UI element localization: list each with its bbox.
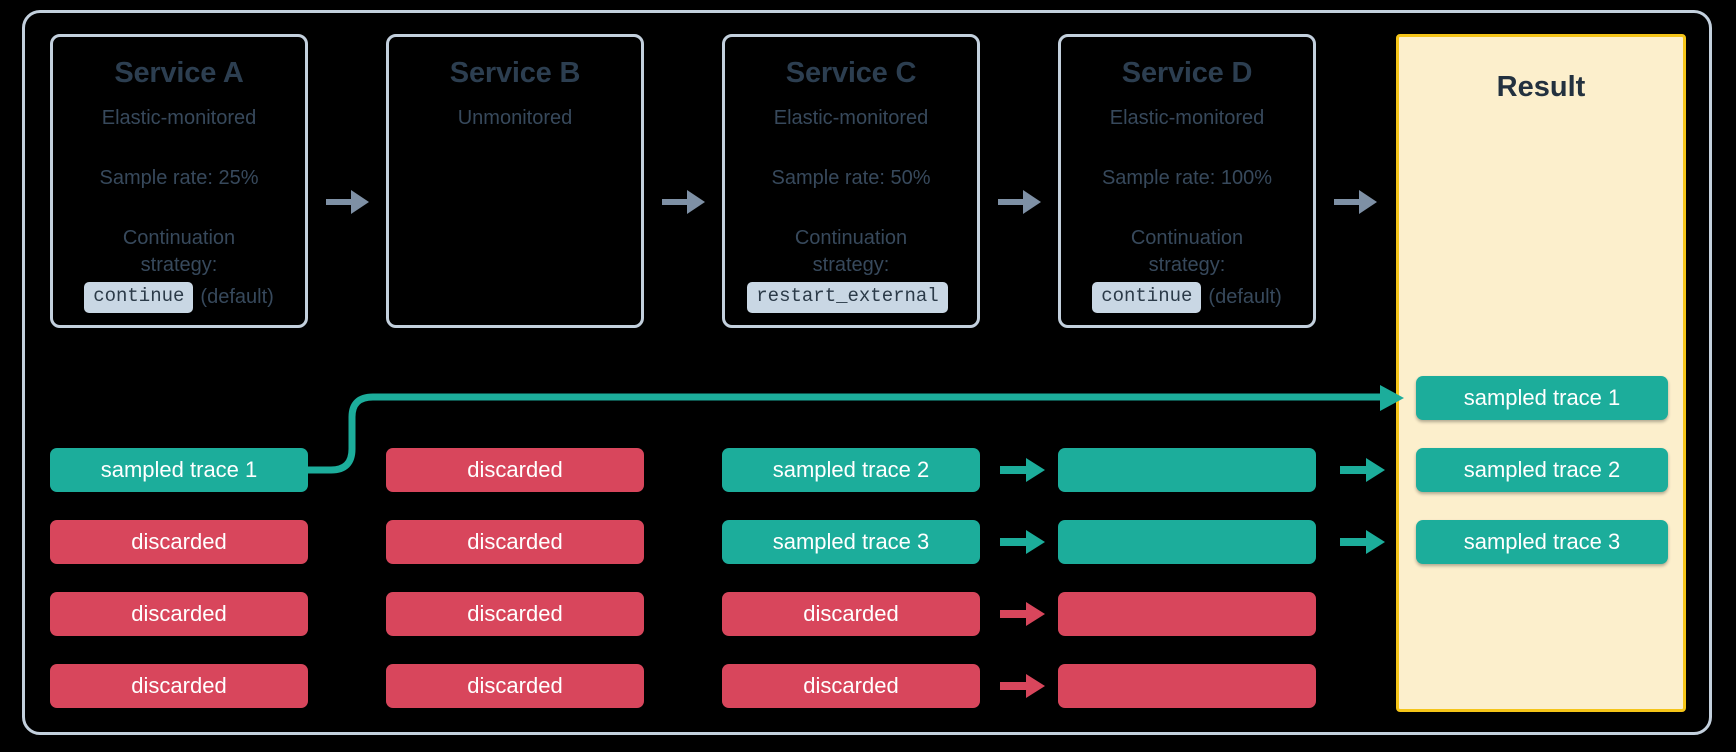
trace-bar: sampled trace 1 (50, 448, 308, 492)
trace-bar: discarded (50, 664, 308, 708)
service-strategy-chip-row: restart_external (725, 282, 977, 313)
strategy-label-line2: strategy: (1148, 253, 1226, 276)
result-panel: Result (1396, 34, 1686, 712)
trace-bar: discarded (722, 592, 980, 636)
trace-bar: discarded (386, 448, 644, 492)
trace-arrow-c-to-d-4 (1000, 674, 1045, 698)
strategy-default-note: (default) (200, 285, 274, 308)
service-monitoring: Elastic-monitored (773, 107, 929, 130)
trace-arrow-c-to-d-3 (1000, 602, 1045, 626)
trace-bar: discarded (386, 592, 644, 636)
service-box-a: Service A Elastic-monitored Sample rate:… (50, 34, 308, 328)
service-monitoring: Elastic-monitored (1109, 107, 1265, 130)
trace-bar (1058, 448, 1316, 492)
trace-bar (1058, 520, 1316, 564)
trace-bar: discarded (50, 592, 308, 636)
service-sample-rate: Sample rate: 100% (1101, 167, 1273, 190)
trace-bar: sampled trace 3 (722, 520, 980, 564)
service-box-b: Service B Unmonitored (386, 34, 644, 328)
service-sample-rate: Sample rate: 25% (99, 167, 259, 190)
strategy-label-line1: Continuation (122, 227, 236, 250)
strategy-label-line2: strategy: (140, 253, 218, 276)
result-trace-chip: sampled trace 3 (1416, 520, 1668, 564)
service-strategy-label: Continuation strategy: (1061, 225, 1313, 278)
service-monitoring: Unmonitored (457, 107, 573, 130)
strategy-label-line2: strategy: (812, 253, 890, 276)
result-trace-chip: sampled trace 1 (1416, 376, 1668, 420)
service-box-c: Service C Elastic-monitored Sample rate:… (722, 34, 980, 328)
trace-arrow-d-to-result-2 (1340, 458, 1385, 482)
trace-bar: discarded (50, 520, 308, 564)
trace-arrow-c-to-d-2 (1000, 530, 1045, 554)
result-title: Result (1496, 71, 1586, 103)
service-box-d: Service D Elastic-monitored Sample rate:… (1058, 34, 1316, 328)
strategy-code-chip: continue (1092, 282, 1202, 313)
strategy-code-chip: continue (84, 282, 194, 313)
strategy-default-note: (default) (1208, 285, 1282, 308)
flow-arrow-a-to-b (326, 190, 369, 214)
service-monitoring: Elastic-monitored (101, 107, 257, 130)
flow-arrow-c-to-d (998, 190, 1041, 214)
trace-bar: discarded (386, 664, 644, 708)
service-strategy-label: Continuation strategy: (53, 225, 305, 278)
strategy-label-line1: Continuation (1130, 227, 1244, 250)
trace-bar: discarded (722, 664, 980, 708)
outer-frame (22, 10, 1712, 735)
trace-bar: sampled trace 2 (722, 448, 980, 492)
service-title: Service C (785, 57, 917, 89)
service-sample-rate: Sample rate: 50% (771, 167, 931, 190)
service-strategy-label: Continuation strategy: (725, 225, 977, 278)
service-title: Service D (1121, 57, 1253, 89)
trace-bar: discarded (386, 520, 644, 564)
strategy-label-line1: Continuation (794, 227, 908, 250)
trace-bar (1058, 664, 1316, 708)
strategy-code-chip: restart_external (747, 282, 948, 313)
service-title: Service A (114, 57, 244, 89)
result-trace-chip: sampled trace 2 (1416, 448, 1668, 492)
flow-arrow-b-to-c (662, 190, 705, 214)
trace-arrow-c-to-d-1 (1000, 458, 1045, 482)
service-title: Service B (449, 57, 581, 89)
service-strategy-chip-row: continue (default) (53, 282, 305, 313)
trace-arrow-d-to-result-3 (1340, 530, 1385, 554)
flow-arrow-d-to-result (1334, 190, 1377, 214)
service-strategy-chip-row: continue (default) (1061, 282, 1313, 313)
trace-bar (1058, 592, 1316, 636)
